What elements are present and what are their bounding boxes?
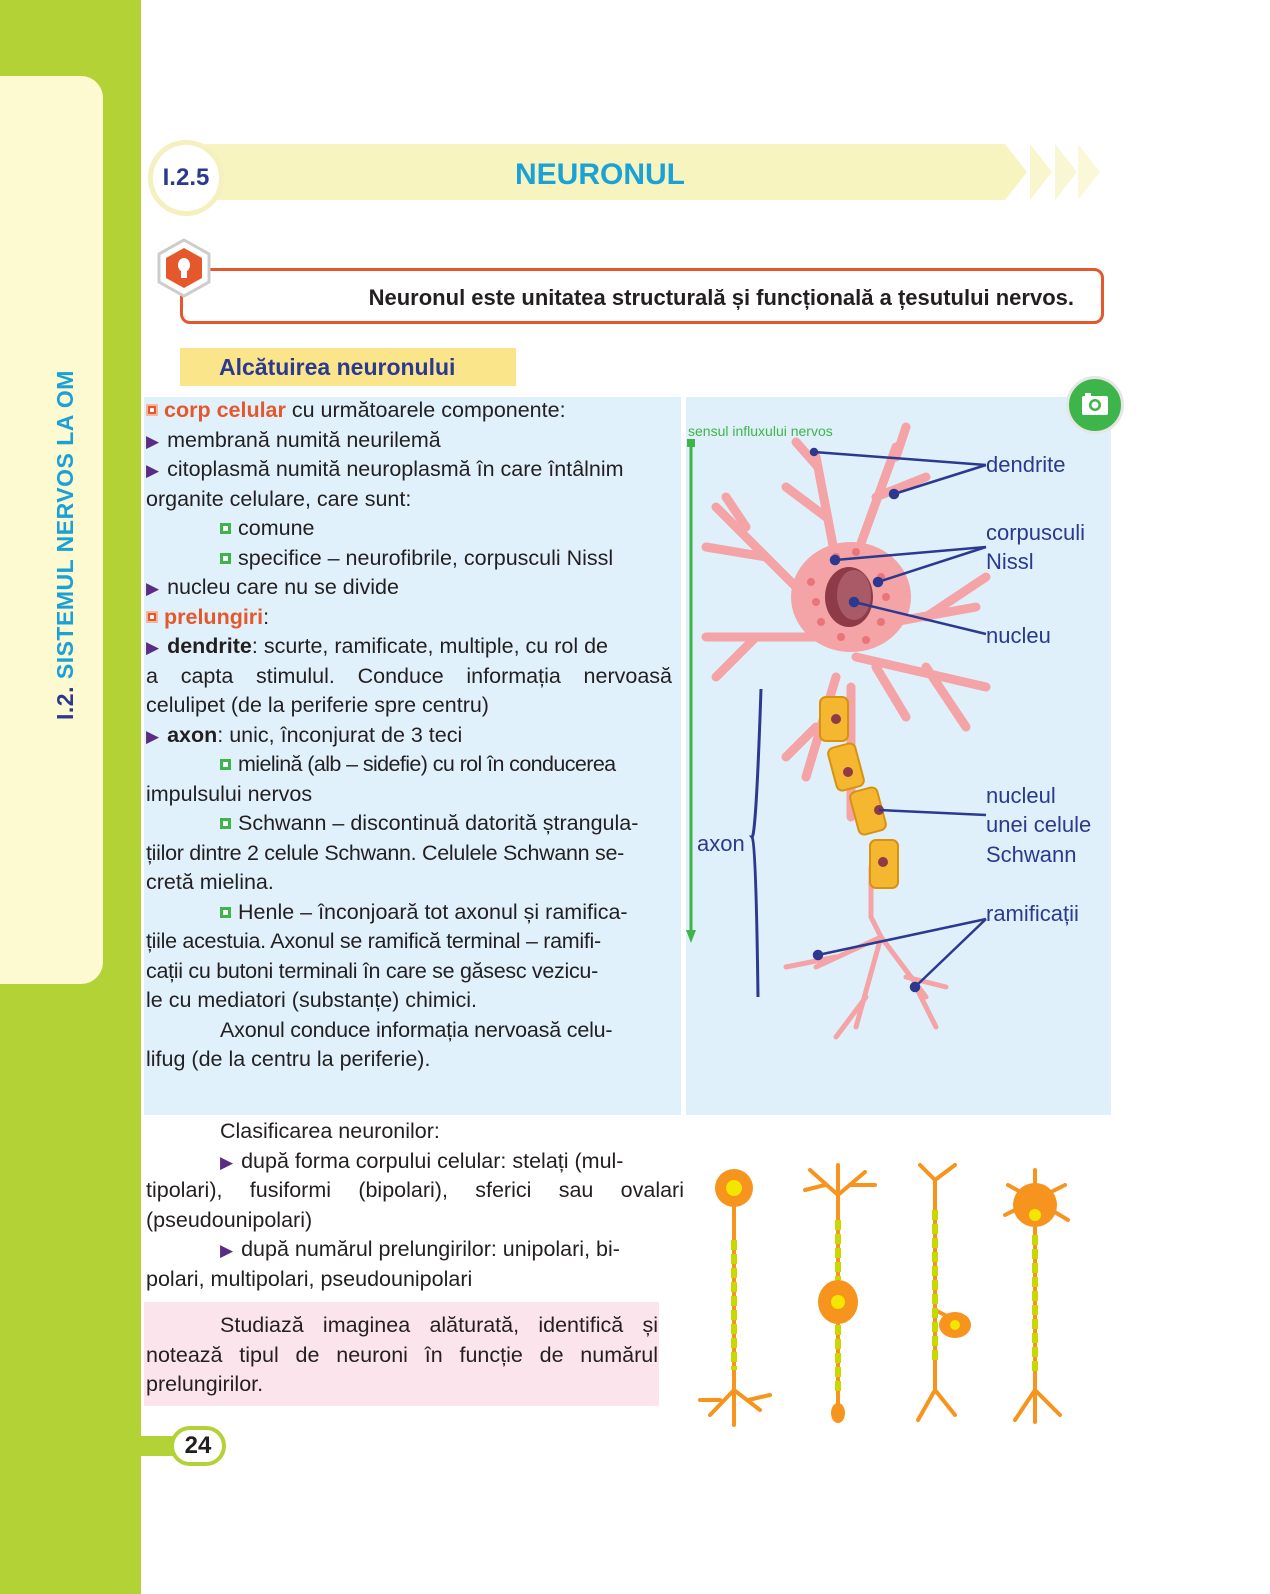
- chapter-label: I.2. SISTEMUL NERVOS LA OM: [52, 370, 79, 720]
- triangle-bullet-icon: ▶: [146, 726, 160, 746]
- text: Studiază imaginea alăturată, identifică …: [220, 1313, 658, 1337]
- classification-text: Clasificarea neuronilor: ▶ după forma cor…: [146, 1117, 684, 1294]
- green-bullet-icon: [220, 906, 231, 918]
- term-axon: axon: [167, 722, 218, 747]
- label-nucleu: nucleu: [986, 623, 1051, 648]
- definition-text: Neuronul este unitatea structurală și fu…: [368, 285, 1074, 310]
- text: țiilor dintre 2 celule Schwann. Celulele…: [146, 840, 624, 865]
- text-panel: [144, 397, 681, 1115]
- text: tipolari), fusiformi (bipolari), sferici…: [146, 1178, 684, 1202]
- classification-title: Clasificarea neuronilor:: [220, 1119, 440, 1143]
- task-box: [144, 1302, 659, 1406]
- text: cretă mielina.: [146, 870, 274, 894]
- influx-arrow: [686, 439, 696, 943]
- text: organite celulare, care sunt:: [146, 486, 412, 511]
- label-corpusculi: corpusculi: [986, 520, 1086, 545]
- definition-box: [180, 268, 1104, 324]
- label-nissl: Nissl: [986, 549, 1034, 574]
- text: după numărul prelungirilor: unipolari, b…: [241, 1237, 620, 1261]
- text: Henle – înconjoară tot axonul și ramific…: [238, 899, 628, 924]
- green-bullet-icon: [220, 523, 231, 534]
- title-banner: [205, 144, 1005, 200]
- text: celulipet (de la periferie spre centru): [146, 693, 489, 717]
- banner-chevron: [1030, 144, 1052, 200]
- lesson-number: I.2.5: [148, 140, 224, 216]
- text: țiile acestuia. Axonul se ramifică termi…: [146, 929, 601, 953]
- text: prelungirilor.: [146, 1372, 264, 1396]
- orange-bullet-icon: [146, 404, 158, 416]
- label-schwann: Schwann: [986, 842, 1077, 867]
- text: Axonul conduce informația nervoasă celu-: [220, 1017, 613, 1042]
- label-unei-celule: unei celule: [986, 812, 1092, 837]
- triangle-bullet-icon: ▶: [146, 579, 160, 598]
- text: a capta stimulul. Conduce informația ner…: [146, 663, 672, 688]
- text: specifice – neurofibrile, corpusculi Nis…: [238, 545, 614, 570]
- banner-chevron: [1055, 144, 1077, 200]
- section-highlight: [180, 348, 516, 386]
- triangle-bullet-icon: ▶: [220, 1241, 234, 1260]
- triangle-bullet-icon: ▶: [220, 1152, 234, 1172]
- text: notează tipul de neuroni în funcție de n…: [146, 1342, 658, 1367]
- triangle-bullet-icon: ▶: [146, 431, 160, 451]
- orange-bullet-icon: [146, 610, 158, 623]
- text: Schwann – discontinuă datorită ștrangula…: [238, 811, 639, 835]
- label-leaders: [748, 447, 987, 998]
- influx-label: sensul influxului nervos: [688, 423, 833, 439]
- neuron-body: [701, 422, 991, 1040]
- text: mielină (alb – sidefie) cu rol în conduc…: [238, 752, 616, 776]
- neuron-diagram: [686, 422, 991, 1040]
- text: :: [263, 604, 270, 629]
- text: comune: [238, 516, 315, 540]
- neuron-types-figure: [698, 1163, 1070, 1427]
- green-bullet-icon: [220, 552, 231, 564]
- task-text: Studiază imaginea alăturată, identifică …: [146, 1311, 658, 1400]
- camera-icon[interactable]: [1066, 376, 1124, 434]
- text: după forma corpului celular: stelați (mu…: [241, 1148, 624, 1173]
- green-bullet-icon: [220, 818, 231, 829]
- banner-chevron: [1005, 144, 1027, 200]
- label-nucleul: nucleul: [986, 783, 1056, 808]
- chapter-title: SISTEMUL NERVOS LA OM: [52, 370, 78, 680]
- label-axon: axon: [697, 831, 745, 856]
- section-title: Alcătuirea neuronului: [219, 354, 456, 380]
- green-bullet-icon: [220, 759, 231, 770]
- chapter-tab: [0, 76, 103, 984]
- banner-chevron: [1078, 144, 1100, 200]
- text: : scurte, ramificate, multiple, cu rol d…: [251, 634, 608, 658]
- text: nucleu care nu se divide: [167, 575, 399, 599]
- term-dendrite: dendrite: [167, 634, 252, 658]
- text: polari, multipolari, pseudounipolari: [146, 1266, 473, 1291]
- text: le cu mediatori (substanțe) chimici.: [146, 988, 477, 1012]
- lightbulb-icon: [157, 238, 211, 298]
- text: (pseudounipolari): [146, 1207, 313, 1232]
- triangle-bullet-icon: ▶: [146, 638, 160, 657]
- triangle-bullet-icon: ▶: [146, 461, 160, 480]
- text: citoplasmă numită neuroplasmă în care în…: [167, 457, 624, 481]
- chapter-number: I.2.: [52, 686, 78, 720]
- term-corp-celular: corp celular: [164, 398, 286, 422]
- text: : unic, înconjurat de 3 teci: [217, 722, 463, 747]
- pseudounipolar-neuron: [916, 1163, 957, 1422]
- page-title: NEURONUL: [515, 158, 685, 191]
- text: cu următoarele componente:: [285, 398, 566, 422]
- term-prelungiri: prelungiri: [164, 604, 264, 629]
- structure-text: corp celular cu următoarele componente: …: [146, 396, 672, 1075]
- label-ramificatii: ramificații: [986, 901, 1079, 926]
- text: lifug (de la centru la periferie).: [146, 1047, 431, 1071]
- text: cații cu butoni terminali în care se găs…: [146, 958, 598, 983]
- unipolar-neuron: [698, 1188, 772, 1427]
- label-dendrite: dendrite: [986, 452, 1066, 477]
- page-number: 24: [170, 1426, 226, 1466]
- text: membrană numită neurilemă: [167, 427, 441, 452]
- text: impulsului nervos: [146, 781, 313, 806]
